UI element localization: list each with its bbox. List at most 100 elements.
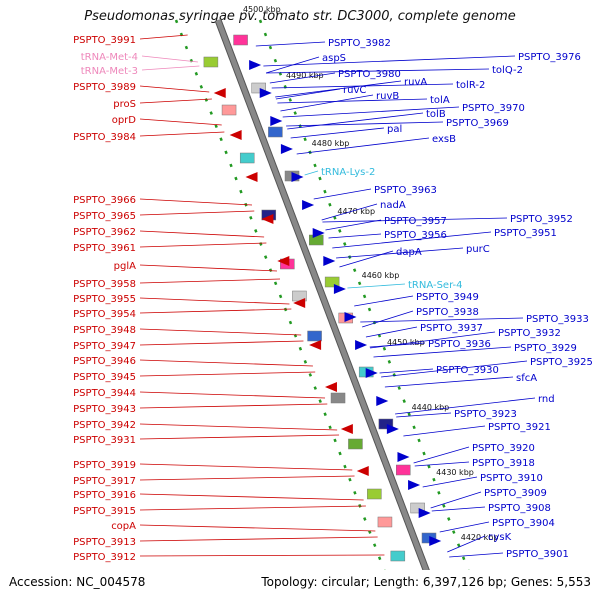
reverse-arrow <box>302 200 315 210</box>
ruler-right <box>258 19 470 570</box>
gene-block <box>390 550 406 562</box>
leader-line-right <box>336 247 464 259</box>
leader-line-right <box>439 521 490 533</box>
leader-line-right <box>431 506 486 512</box>
gene-label-left: PSPTO_3947 <box>73 341 136 352</box>
leader-line-left <box>141 65 200 71</box>
reverse-arrow <box>386 424 399 434</box>
gene-block <box>239 152 255 164</box>
gene-label-right: PSPTO_3969 <box>446 118 509 129</box>
gene-label-left: PSPTO_3954 <box>73 309 136 320</box>
gene-label-right: PSPTO_3925 <box>530 357 593 368</box>
accession-text: Accession: NC_004578 <box>9 575 146 589</box>
leader-line-right <box>365 326 418 338</box>
gene-label-right: PSPTO_3901 <box>506 549 569 560</box>
leader-line-right <box>255 41 326 47</box>
gene-block <box>330 392 346 404</box>
gene-label-left: PSPTO_3916 <box>73 490 136 501</box>
kbp-label: 4480 kbp <box>312 139 350 148</box>
gene-label-right: tRNA-Ser-4 <box>408 280 463 291</box>
gene-label-right: PSPTO_3936 <box>428 339 491 350</box>
reverse-arrow <box>408 480 421 490</box>
gene-label-left: copA <box>111 521 136 532</box>
forward-arrow <box>309 340 322 350</box>
gene-label-right: PSPTO_3929 <box>514 343 577 354</box>
leader-line-right <box>396 412 452 418</box>
leader-line-right <box>413 446 470 464</box>
leader-line-left <box>139 423 338 431</box>
kbp-label: 4490 kbp <box>286 71 324 80</box>
forward-arrow <box>324 382 337 392</box>
gene-label-right: PSPTO_3952 <box>510 214 573 225</box>
gene-label-left: tRNA-Met-4 <box>81 52 138 63</box>
leader-line-left <box>139 475 355 481</box>
gene-block <box>221 104 237 116</box>
gene-label-right: PSPTO_3963 <box>374 185 437 196</box>
leader-line-right <box>321 203 378 221</box>
forward-arrow <box>213 88 226 98</box>
gene-label-right: PSPTO_3933 <box>526 314 589 325</box>
gene-label-right: PSPTO_3909 <box>484 488 547 499</box>
leader-line-right <box>373 346 512 358</box>
leader-line-left <box>139 98 212 104</box>
gene-label-right: PSPTO_3951 <box>494 228 557 239</box>
leader-line-right <box>360 317 524 323</box>
leader-line-right <box>403 425 486 437</box>
gene-label-right: aspS <box>322 53 346 64</box>
leader-line-right <box>322 217 508 223</box>
gene-label-right: PSPTO_3949 <box>416 292 479 303</box>
gene-label-right: tRNA-Lys-2 <box>321 167 375 178</box>
reverse-arrow <box>270 116 283 126</box>
gene-label-right: PSPTO_3980 <box>338 69 401 80</box>
gene-label-right: sfcA <box>516 373 537 384</box>
gene-label-left: PSPTO_3991 <box>73 35 136 46</box>
gene-label-left: PSPTO_3945 <box>73 372 136 383</box>
gene-label-right: PSPTO_3957 <box>384 216 447 227</box>
reverse-arrow <box>397 452 410 462</box>
kbp-label: 4420 kbp <box>461 533 499 542</box>
gene-label-right: tolR-2 <box>456 80 485 91</box>
gene-label-left: PSPTO_3915 <box>73 506 136 517</box>
reverse-arrow <box>344 312 357 322</box>
gene-label-right: PSPTO_3930 <box>436 365 499 376</box>
reverse-arrow <box>333 284 346 294</box>
gene-label-right: PSPTO_3956 <box>384 230 447 241</box>
gene-label-left: PSPTO_3965 <box>73 211 136 222</box>
gene-label-right: tolQ-2 <box>492 65 523 76</box>
ruler-left <box>174 19 386 570</box>
gene-label-left: PSPTO_3966 <box>73 195 136 206</box>
gene-label-left: oprD <box>112 115 137 126</box>
gene-label-right: PSPTO_3937 <box>420 323 483 334</box>
leader-line-right <box>280 94 374 112</box>
leader-line-right <box>269 72 336 84</box>
gene-label-right: dapA <box>396 247 422 258</box>
reverse-arrow <box>418 508 431 518</box>
gene-label-left: PSPTO_3962 <box>73 227 136 238</box>
gene-block <box>396 464 411 476</box>
gene-label-right: purC <box>466 244 490 255</box>
leader-line-right <box>290 127 385 139</box>
kbp-label: 4440 kbp <box>412 403 450 412</box>
reverse-arrow <box>355 340 368 350</box>
leader-line-left <box>139 371 316 377</box>
gene-label-right: PSPTO_3910 <box>480 473 543 484</box>
forward-arrow <box>261 214 274 224</box>
leader-line-right <box>328 233 382 239</box>
forward-arrow <box>340 424 353 434</box>
gene-block <box>268 126 283 138</box>
gene-label-left: PSPTO_3948 <box>73 325 136 336</box>
gene-label-right: nadA <box>380 200 406 211</box>
gene-label-left: PSPTO_3958 <box>73 279 136 290</box>
leader-line-right <box>296 137 430 155</box>
leader-line-left <box>141 55 198 63</box>
leader-line-left <box>139 85 210 93</box>
leader-line-right <box>277 98 428 104</box>
leader-line-right <box>332 231 492 249</box>
gene-label-right: ruvA <box>404 77 427 88</box>
leader-line-right <box>354 295 414 307</box>
gene-label-right: pal <box>387 124 402 135</box>
leader-line-right <box>304 170 319 176</box>
reverse-arrow <box>365 368 378 378</box>
gene-label-left: PSPTO_3913 <box>73 537 136 548</box>
